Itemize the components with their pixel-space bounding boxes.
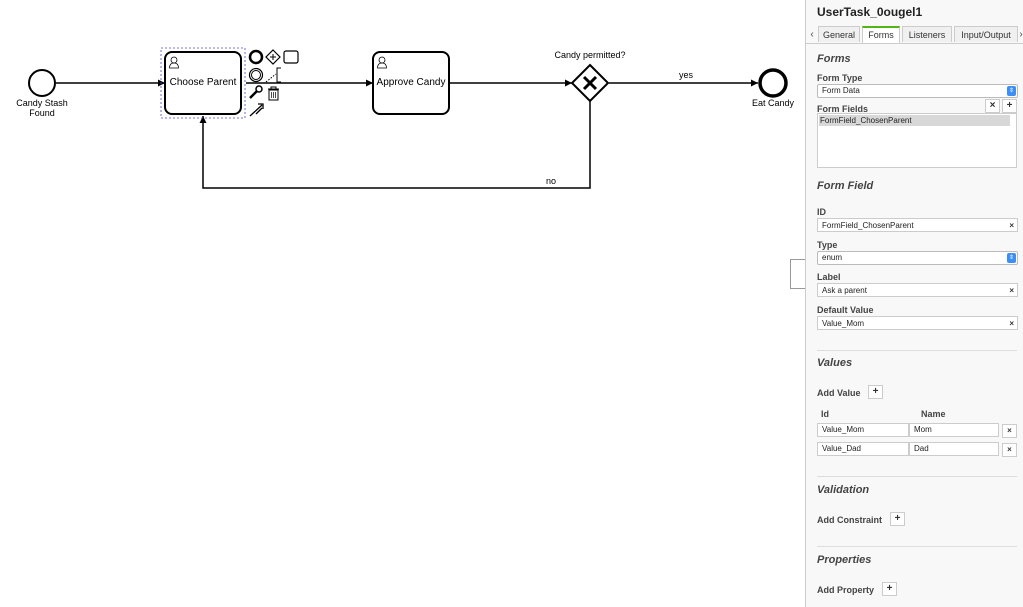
form-field-heading: Form Field <box>817 180 874 192</box>
add-property-label: Add Property <box>817 585 875 595</box>
flow-yes-label: yes <box>678 70 693 80</box>
trash-icon[interactable] <box>268 86 279 101</box>
select-arrows-icon: ⇕ <box>1007 86 1016 96</box>
tab-forms[interactable]: Forms <box>862 26 900 43</box>
start-event[interactable] <box>28 69 56 97</box>
end-event[interactable] <box>758 68 788 98</box>
label-input[interactable]: Ask a parent × <box>817 283 1018 297</box>
form-type-value: Form Data <box>822 86 860 95</box>
task-approve-candy[interactable] <box>372 51 450 115</box>
remove-value-button[interactable]: × <box>1002 424 1017 438</box>
validation-heading: Validation <box>817 484 870 496</box>
id-input[interactable]: FormField_ChosenParent × <box>817 218 1018 232</box>
gateway-x-icon <box>582 75 598 91</box>
tab-bar: ‹ General Forms Listeners Input/Output › <box>806 26 1023 44</box>
form-field-list-item[interactable]: FormField_ChosenParent <box>819 115 1010 126</box>
wrench-icon[interactable] <box>249 85 263 99</box>
properties-heading: Properties <box>817 554 872 566</box>
form-fields-label: Form Fields <box>817 104 869 114</box>
task-choose-parent-label: Choose Parent <box>169 77 237 88</box>
user-icon <box>169 56 179 69</box>
remove-value-button[interactable]: × <box>1002 443 1017 457</box>
end-event-label: Eat Candy <box>751 98 795 108</box>
append-intermediate-event-icon[interactable] <box>248 67 264 83</box>
bpmn-diagram-svg <box>28 47 788 189</box>
remove-form-field-button[interactable]: × <box>985 99 1000 113</box>
divider <box>817 350 1017 351</box>
panel-title: UserTask_0ougel1 <box>817 5 923 19</box>
flow-no-label: no <box>545 176 556 186</box>
tab-input-output[interactable]: Input/Output <box>954 26 1018 42</box>
form-type-select[interactable]: Form Data ⇕ <box>817 84 1018 98</box>
add-constraint-button[interactable]: + <box>890 512 905 526</box>
append-task-icon[interactable] <box>283 50 299 64</box>
type-select[interactable]: enum ⇕ <box>817 251 1018 265</box>
default-value-input[interactable]: Value_Mom × <box>817 316 1018 330</box>
add-form-field-button[interactable]: + <box>1002 99 1017 113</box>
label-label: Label <box>817 272 841 282</box>
add-value-label: Add Value <box>817 388 861 398</box>
connect-arrow-icon[interactable] <box>249 103 264 117</box>
context-pad <box>248 49 299 117</box>
add-value-button[interactable]: + <box>868 385 883 399</box>
id-value: FormField_ChosenParent <box>822 221 914 230</box>
values-col-id: Id <box>821 409 829 419</box>
default-value: Value_Mom <box>822 319 865 328</box>
values-heading: Values <box>817 357 853 369</box>
tab-listeners[interactable]: Listeners <box>902 26 952 42</box>
default-value-label: Default Value <box>817 305 874 315</box>
add-property-button[interactable]: + <box>882 582 897 596</box>
clear-default-icon[interactable]: × <box>1009 319 1014 328</box>
form-type-label: Form Type <box>817 73 863 83</box>
tab-scroll-left-icon[interactable]: ‹ <box>810 29 814 40</box>
add-constraint-label: Add Constraint <box>817 515 882 525</box>
flow-gateway-no[interactable] <box>199 101 591 189</box>
type-label: Type <box>817 240 838 250</box>
properties-panel: UserTask_0ougel1 ‹ General Forms Listene… <box>805 0 1023 607</box>
divider <box>817 476 1017 477</box>
id-label: ID <box>817 207 826 217</box>
task-approve-candy-label: Approve Candy <box>376 77 446 88</box>
bpmn-canvas[interactable]: Candy Stash Found Choose Parent Approve … <box>0 0 805 607</box>
forms-heading: Forms <box>817 53 851 65</box>
value-id-input[interactable]: Value_Mom <box>817 423 909 437</box>
value-name-input[interactable]: Dad <box>909 442 999 456</box>
start-event-label: Candy Stash Found <box>16 98 68 118</box>
value-id-input[interactable]: Value_Dad <box>817 442 909 456</box>
text-annotation-icon[interactable] <box>265 67 281 83</box>
gateway-label: Candy permitted? <box>554 50 626 60</box>
user-icon <box>377 56 387 69</box>
type-value: enum <box>822 253 843 262</box>
append-end-event-icon[interactable] <box>248 49 264 65</box>
divider <box>817 546 1017 547</box>
selection-outline <box>160 47 246 119</box>
append-gateway-icon[interactable] <box>265 49 281 65</box>
value-name-input[interactable]: Mom <box>909 423 999 437</box>
panel-resize-handle[interactable] <box>790 259 805 289</box>
form-fields-list[interactable]: FormField_ChosenParent <box>817 113 1017 168</box>
tab-general[interactable]: General <box>818 26 860 42</box>
clear-label-icon[interactable]: × <box>1009 286 1014 295</box>
select-arrows-icon: ⇕ <box>1007 253 1016 263</box>
label-value: Ask a parent <box>822 286 867 295</box>
task-choose-parent[interactable] <box>164 51 242 115</box>
tab-scroll-right-icon[interactable]: › <box>1019 29 1023 40</box>
clear-id-icon[interactable]: × <box>1009 221 1014 230</box>
values-col-name: Name <box>921 409 946 419</box>
